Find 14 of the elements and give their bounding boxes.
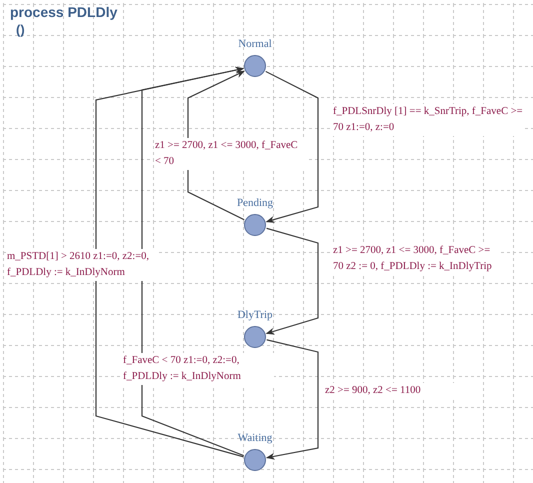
state-name: Waiting: [238, 432, 272, 444]
edge-label: f_FaveC < 70 z1:=0, z2:=0, f_PDLDly := k_InDlyNorm: [122, 353, 274, 385]
diagram-title: process PDLDly: [10, 4, 118, 20]
state-name: Normal: [238, 38, 272, 50]
parameter-list: (): [16, 22, 25, 37]
transition-arrow: [266, 228, 319, 335]
edge-label: f_PDLSnrDly [1] == k_SnrTrip, f_FaveC >= 70 z1:=0, z:=0: [332, 104, 524, 136]
state-name: DlyTrip: [237, 309, 273, 321]
edge-label: m_PSTD[1] > 2610 z1:=0, z2:=0, f_PDLDly := k_InDlyNorm: [6, 249, 158, 281]
state-name: Pending: [236, 197, 274, 209]
transition-arrow: [266, 339, 319, 460]
edge-label: z1 >= 2700, z1 <= 3000, f_FaveC < 70: [154, 138, 306, 170]
transition-arrow: [265, 70, 319, 223]
edge-label: z1 >= 2700, z1 <= 3000, f_FaveC >= 70 z2 := 0, f_PDLDly := k_InDlyTrip: [332, 243, 499, 275]
